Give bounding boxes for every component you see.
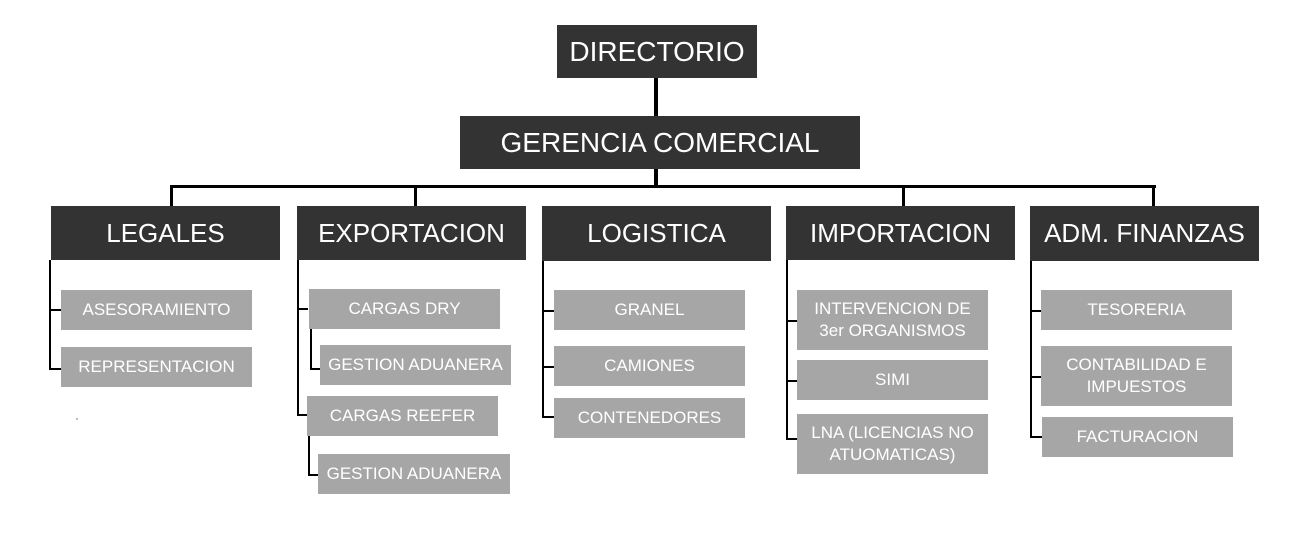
connector-reefer-sub-tick xyxy=(308,474,318,476)
connector-department-bus xyxy=(170,185,1156,188)
node-department-logistica: LOGISTICA xyxy=(542,206,771,261)
node-item-representacion: REPRESENTACION xyxy=(61,347,252,387)
connector-exportacion-tick xyxy=(297,414,308,416)
node-item-granel: GRANEL xyxy=(554,290,745,330)
node-item-contenedores: CONTENEDORES xyxy=(554,398,745,438)
connector-logistica-tick xyxy=(542,366,554,368)
connector-drop-legales xyxy=(170,185,173,207)
connector-finanzas-vertical xyxy=(1030,260,1032,438)
node-root: DIRECTORIO xyxy=(557,25,757,78)
connector-finanzas-tick xyxy=(1030,376,1042,378)
node-department-importacion: IMPORTACION xyxy=(786,206,1015,260)
node-item-intervencion: INTERVENCION DE 3er ORGANISMOS xyxy=(797,290,988,350)
node-item-contabilidad: CONTABILIDAD E IMPUESTOS xyxy=(1041,346,1232,406)
node-item-asesoramiento: ASESORAMIENTO xyxy=(61,290,252,330)
node-item-simi: SIMI xyxy=(797,360,988,400)
node-department-legales: LEGALES xyxy=(51,206,280,260)
node-item-cargas-reefer: CARGAS REEFER xyxy=(307,396,498,436)
connector-exportacion-tick xyxy=(297,308,308,310)
connector-exportacion-vertical xyxy=(297,260,299,416)
connector-legales-tick xyxy=(49,309,61,311)
connector-finanzas-tick xyxy=(1030,436,1042,438)
node-department-exportacion: EXPORTACION xyxy=(297,206,526,260)
node-management: GERENCIA COMERCIAL xyxy=(460,116,860,169)
connector-reefer-sub-vertical xyxy=(308,436,310,476)
connector-root-management xyxy=(654,78,658,118)
connector-importacion-tick xyxy=(786,320,798,322)
stray-dot xyxy=(76,418,78,420)
node-item-gestion-aduanera-dry: GESTION ADUANERA xyxy=(320,345,511,385)
connector-drop-adm-finanzas xyxy=(1152,185,1155,207)
node-item-gestion-aduanera-reefer: GESTION ADUANERA xyxy=(318,454,510,494)
node-item-camiones: CAMIONES xyxy=(554,346,745,386)
connector-finanzas-tick xyxy=(1030,310,1042,312)
connector-drop-importacion xyxy=(902,185,905,207)
node-item-lna: LNA (LICENCIAS NO ATUOMATICAS) xyxy=(797,414,988,474)
connector-dry-sub-vertical xyxy=(310,328,312,370)
connector-logistica-vertical xyxy=(542,260,544,418)
node-item-cargas-dry: CARGAS DRY xyxy=(309,289,500,329)
connector-drop-exportacion xyxy=(414,185,417,207)
connector-dry-sub-tick xyxy=(310,368,320,370)
node-department-adm-finanzas: ADM. FINANZAS xyxy=(1030,206,1259,261)
node-item-tesoreria: TESORERIA xyxy=(1041,290,1232,330)
connector-management-bus xyxy=(654,168,658,187)
connector-logistica-tick xyxy=(542,416,554,418)
connector-importacion-tick xyxy=(786,438,798,440)
connector-logistica-tick xyxy=(542,310,554,312)
connector-importacion-tick xyxy=(786,380,798,382)
connector-legales-vertical xyxy=(49,260,51,370)
connector-importacion-vertical xyxy=(786,260,788,440)
node-item-facturacion: FACTURACION xyxy=(1042,417,1233,457)
connector-legales-tick xyxy=(49,368,61,370)
